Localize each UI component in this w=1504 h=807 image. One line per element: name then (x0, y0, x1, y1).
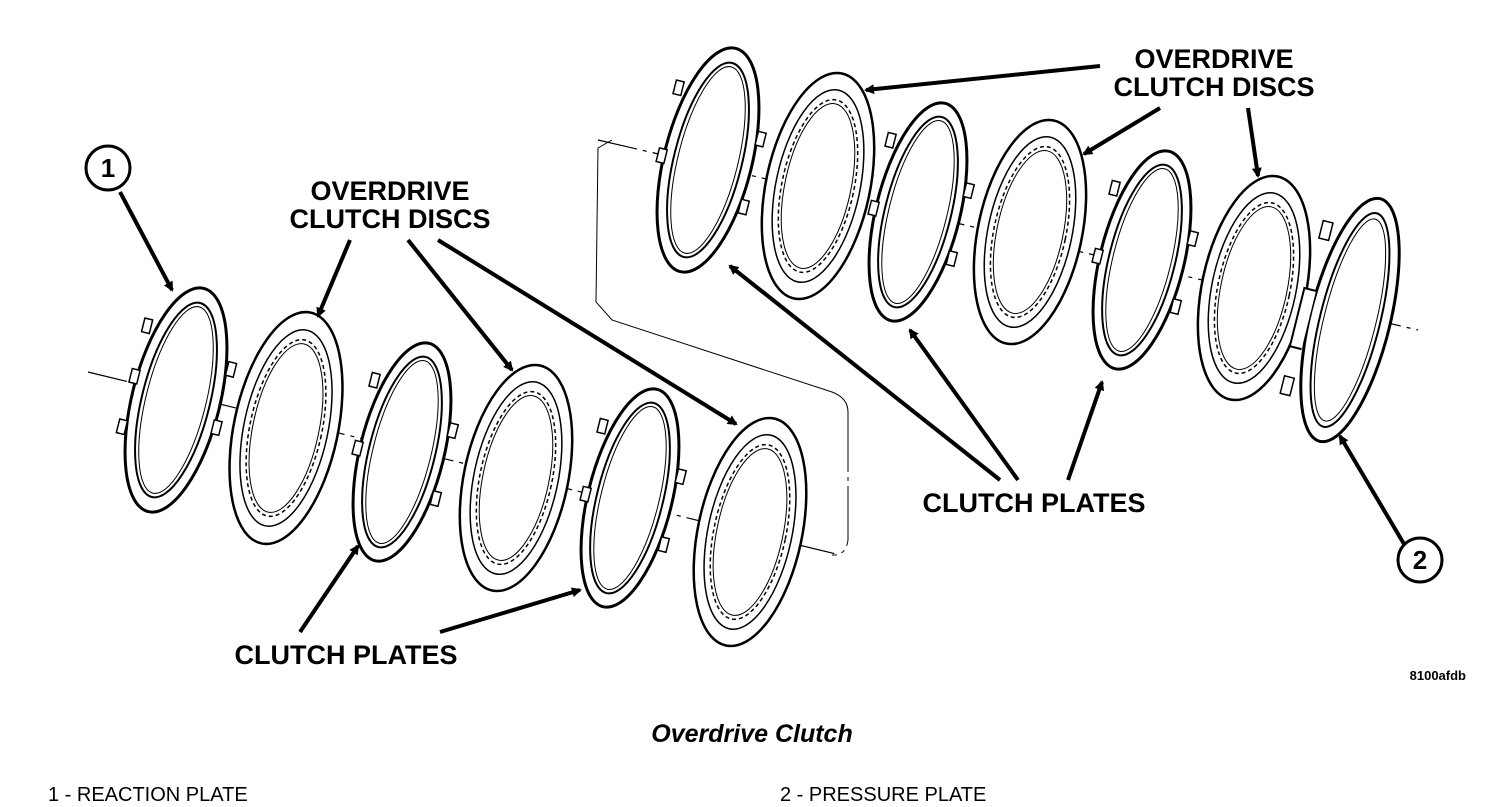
label-overdrive-clutch-discs-right-line1: OVERDRIVE (1134, 44, 1293, 74)
callout-2: 2 (1396, 536, 1444, 584)
label-clutch-plates-right: CLUTCH PLATES (923, 488, 1146, 518)
clutch-plate-left-2 (579, 387, 688, 609)
arrow-callout-2 (1338, 434, 1406, 546)
reaction-plate (115, 286, 238, 514)
clutch-disc-right-3 (1196, 174, 1312, 402)
pressure-plate (1279, 196, 1401, 444)
right-group-outline (595, 139, 849, 413)
arrow-discs-right-1 (864, 64, 1101, 95)
label-clutch-plates-left: CLUTCH PLATES (235, 640, 458, 670)
arrow-plates-right-1 (728, 264, 1002, 482)
clutch-disc-left-1 (228, 310, 344, 546)
arrow-plates-left-1 (298, 544, 360, 634)
clutch-plate-right-1 (655, 46, 768, 274)
clutch-plate-left-1 (351, 341, 460, 563)
legend-item-pressure-plate: 2 - PRESSURE PLATE (780, 784, 987, 806)
clutch-disc-left-3 (692, 416, 808, 648)
overdrive-clutch-diagram: 1 2 OVERDRIVE CLUTCH DISCS OVERDRIVE CLU… (84, 44, 1466, 683)
label-overdrive-clutch-discs-left-line1: OVERDRIVE (310, 176, 469, 206)
figure-caption: Overdrive Clutch (651, 720, 853, 748)
arrow-plates-right-2 (908, 328, 1020, 482)
figure-id: 8100afdb (1410, 668, 1466, 683)
label-overdrive-clutch-discs-right-line2: CLUTCH DISCS (1114, 72, 1315, 102)
arrow-discs-right-2 (1082, 106, 1162, 156)
left-group-outline (831, 412, 849, 556)
arrow-callout-1 (118, 191, 174, 292)
callout-2-number: 2 (1413, 545, 1427, 575)
callout-1: 1 (84, 144, 132, 192)
label-overdrive-clutch-discs-left-line2: CLUTCH DISCS (290, 204, 491, 234)
leader-arrows (118, 64, 1406, 634)
arrow-discs-left-3 (436, 238, 738, 426)
clutch-disc-left-2 (458, 363, 574, 593)
arrow-discs-left-2 (406, 238, 514, 372)
clutch-plate-right-3 (1091, 149, 1200, 371)
legend-item-reaction-plate: 1 - REACTION PLATE (48, 784, 248, 806)
arrow-discs-right-3 (1246, 107, 1262, 178)
clutch-plate-right-2 (867, 101, 976, 323)
callout-1-number: 1 (101, 153, 115, 183)
arrow-plates-left-2 (439, 587, 582, 634)
clutch-disc-right-1 (760, 71, 876, 301)
arrow-plates-right-3 (1066, 380, 1105, 481)
clutch-disc-right-2 (972, 118, 1088, 346)
arrow-discs-left-1 (316, 239, 352, 318)
